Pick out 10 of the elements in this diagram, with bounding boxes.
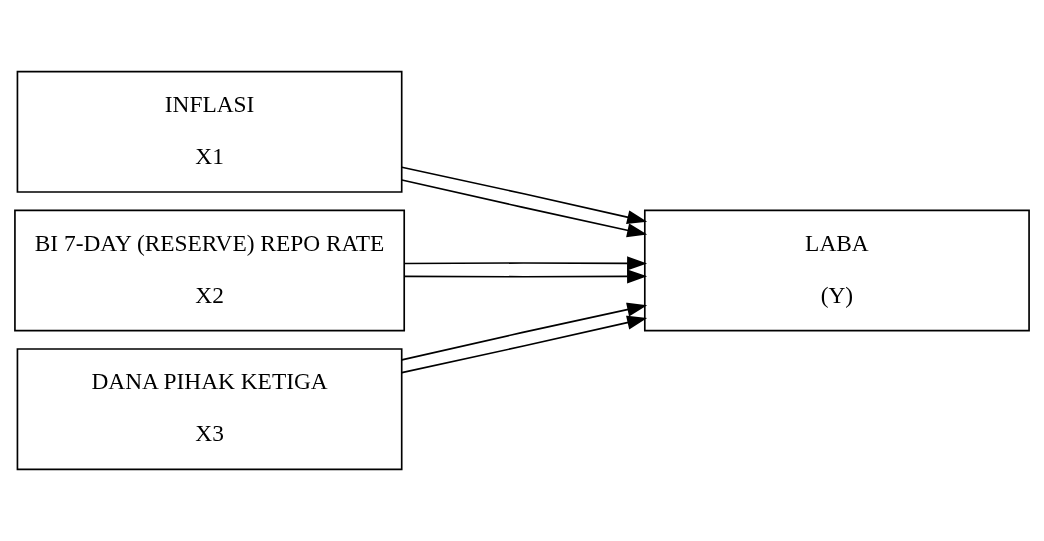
arrow [403, 256, 648, 271]
arrow [401, 179, 648, 238]
node-box: LABA (Y) [643, 209, 1030, 332]
arrow [403, 269, 648, 284]
arrow [401, 166, 648, 225]
arrow [401, 315, 648, 374]
arrow [401, 302, 648, 361]
node-box: DANA PIHAK KETIGA X3 [16, 348, 403, 471]
node-box: BI 7-DAY (RESERVE) REPO RATE X2 [14, 209, 406, 332]
node-box: INFLASI X1 [16, 70, 403, 193]
